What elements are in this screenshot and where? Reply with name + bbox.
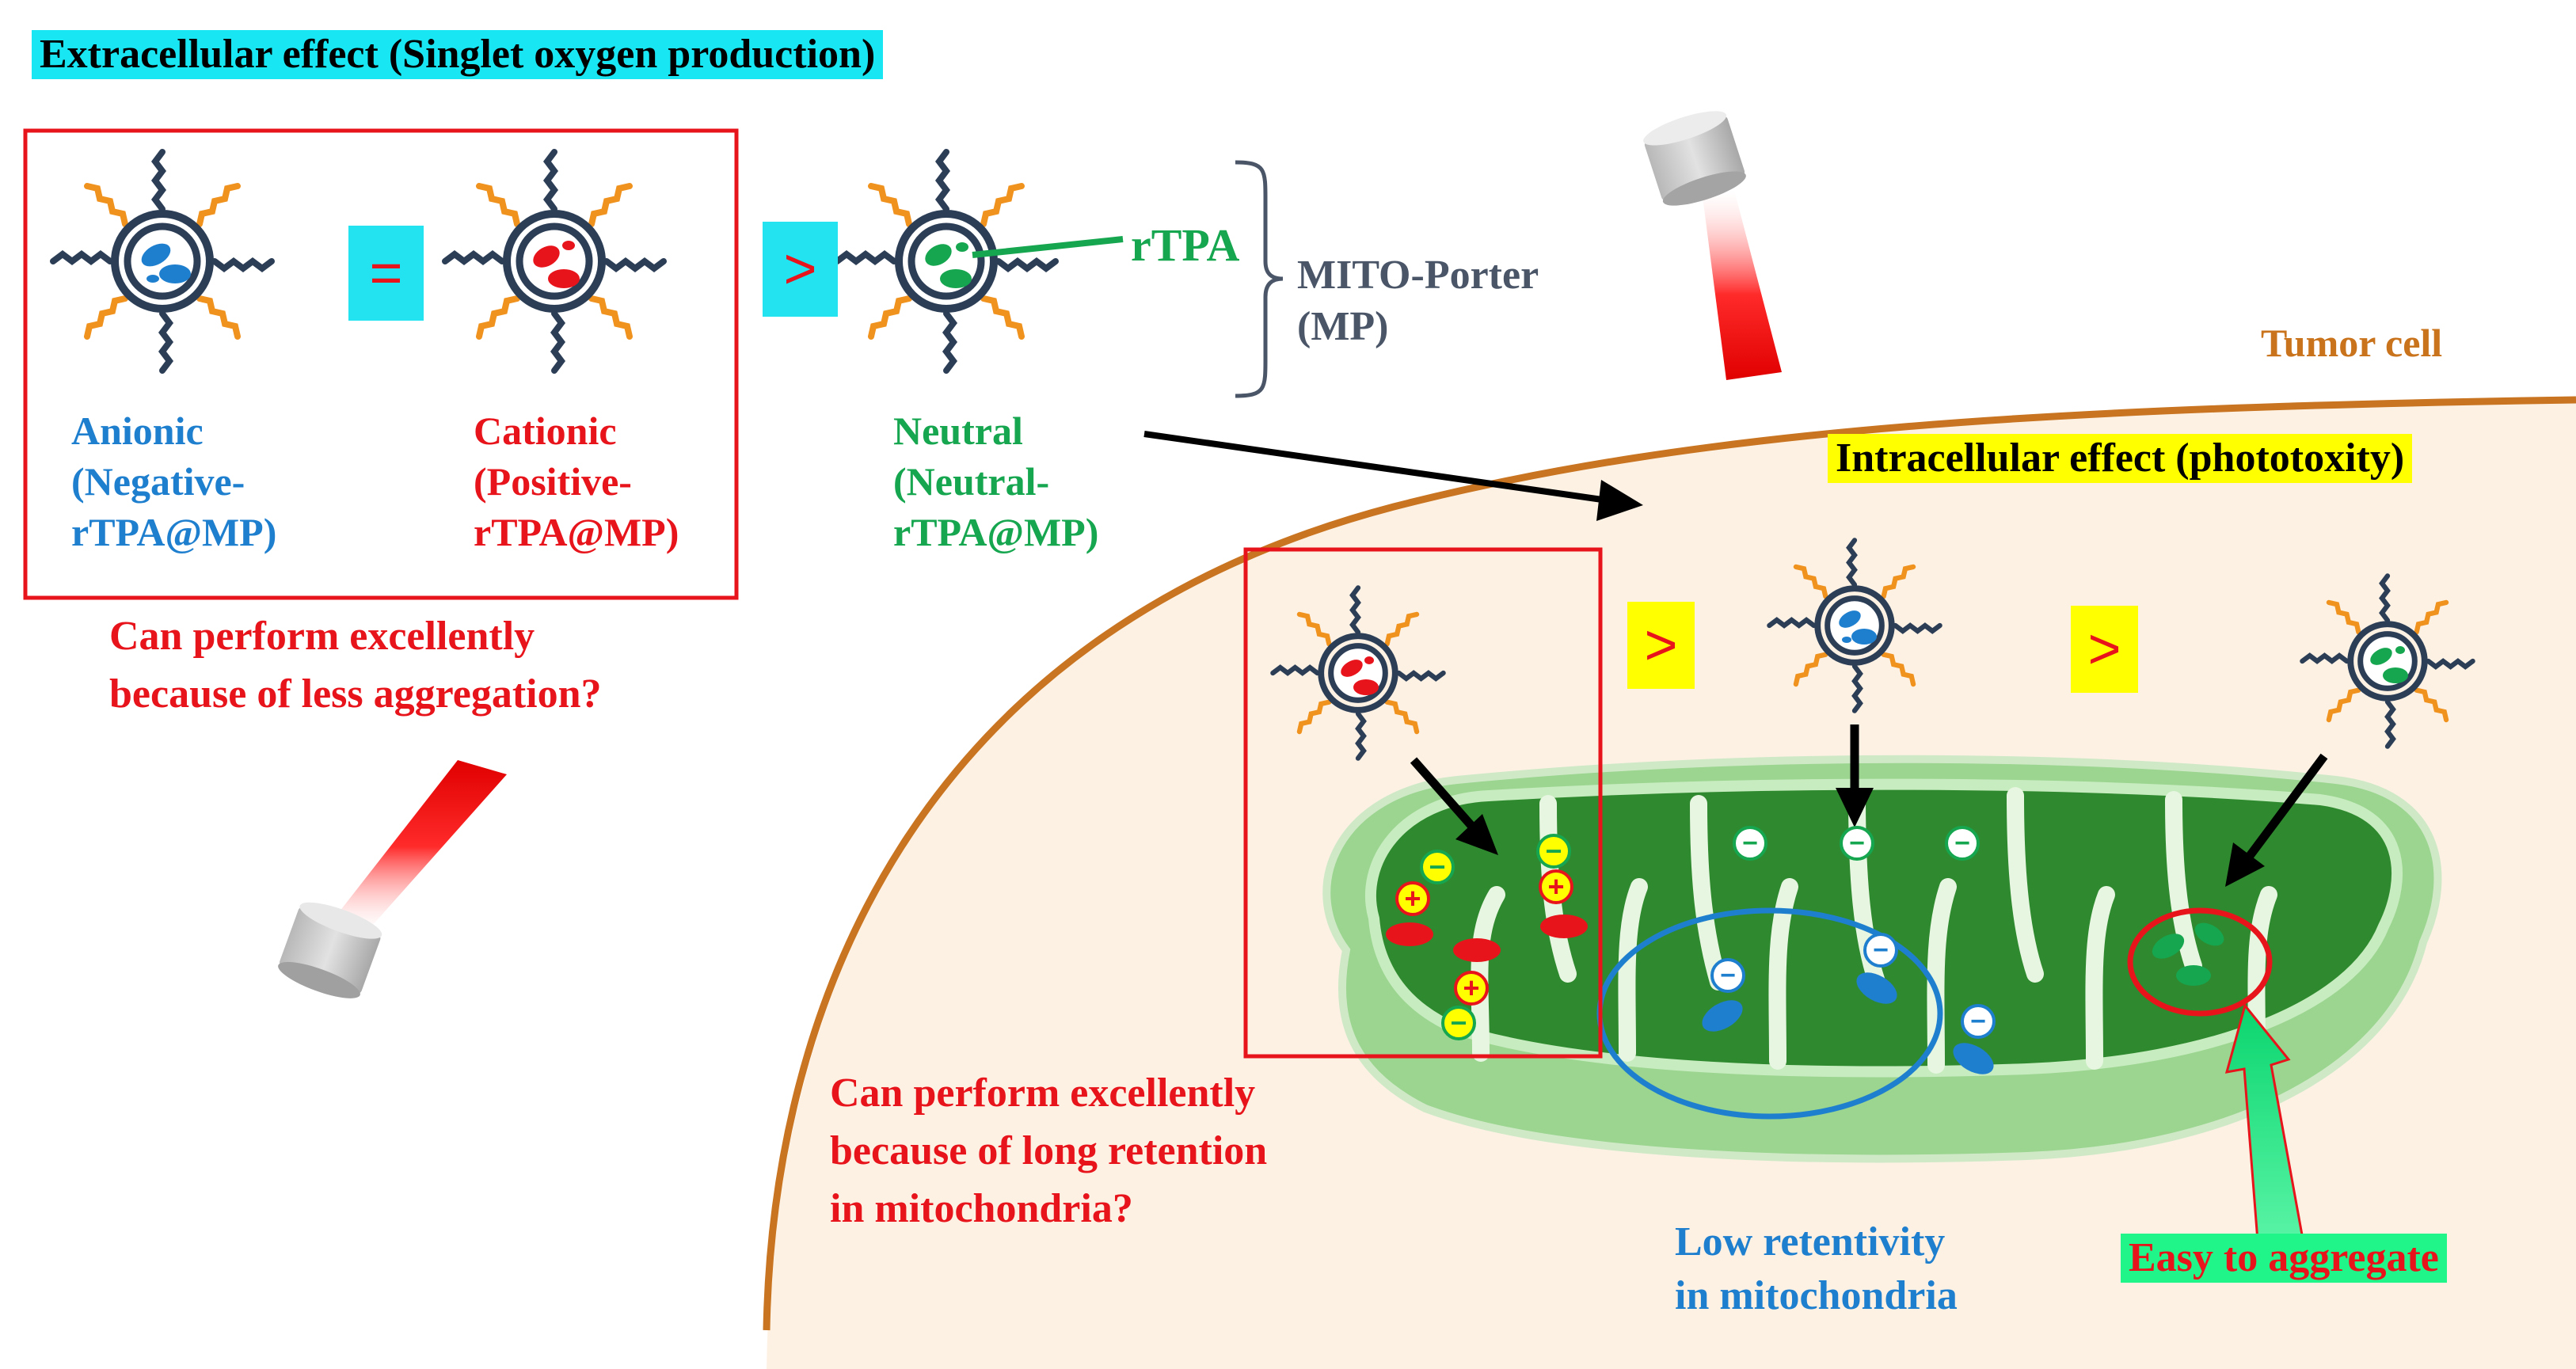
neutral-cell-particle (2302, 576, 2472, 746)
anionic-uptake-arrow (1836, 724, 1874, 827)
cationic-intracellular-frame (1243, 547, 1603, 1059)
svg-text:−: − (1954, 828, 1970, 858)
cationic-cell-particle (1273, 588, 1443, 758)
aggregate-arrow (2224, 1002, 2304, 1253)
extracellular-frame (23, 128, 739, 600)
svg-text:−: − (1742, 828, 1758, 858)
mitochondrion (1322, 755, 2442, 1163)
svg-text:+: + (1463, 972, 1479, 1004)
svg-text:−: − (1720, 960, 1736, 991)
svg-text:−: − (1970, 1006, 1986, 1036)
rtpa-pointer (972, 236, 1124, 258)
cationic-particle (445, 152, 664, 371)
neutral-aggregate (2152, 922, 2224, 986)
anionic-cell-particle (1769, 540, 1939, 710)
svg-text:−: − (1545, 835, 1562, 867)
mito-porter-label: MITO-Porter(MP) (1297, 253, 1539, 349)
neutral-particle (837, 152, 1056, 371)
greater-operator-cell-2: > (2071, 606, 2138, 693)
tumor-cell-membrane (763, 396, 2576, 1331)
neutral-label: Neutral(Neutral-rTPA@MP) (893, 409, 1099, 554)
svg-text:+: + (1547, 870, 1564, 903)
laser-upper-right (1643, 111, 1782, 380)
anionic-in-mito: − − − (1702, 933, 1996, 1074)
equal-operator: = (348, 226, 424, 321)
svg-text:−: − (1429, 850, 1445, 883)
anionic-label: Anionic(Negative-rTPA@MP) (71, 409, 277, 554)
neutral-uptake-arrow (2225, 753, 2328, 887)
easy-aggregate-note: Easy to aggregate (2121, 1234, 2447, 1283)
svg-text:−: − (1450, 1006, 1467, 1039)
svg-text:−: − (1873, 935, 1889, 965)
mito-porter-bracket (1235, 160, 1284, 398)
anionic-particle (53, 152, 272, 371)
cationic-label: Cationic(Positive-rTPA@MP) (474, 409, 679, 554)
svg-text:−: − (1849, 828, 1865, 858)
tumor-cell-label: Tumor cell (2261, 321, 2443, 365)
laser-lower-left (278, 760, 507, 998)
rtpa-label: rTPA (1131, 219, 1240, 271)
svg-text:+: + (1404, 882, 1421, 915)
cationic-charge-pairs: − + − + + − (1386, 834, 1588, 1040)
intracellular-title: Intracellular effect (phototoxity) (1828, 434, 2413, 484)
cationic-uptake-arrow (1410, 757, 1498, 855)
entry-arrow (1143, 431, 1643, 521)
aggregation-circle (2127, 907, 2273, 1017)
extracellular-title: Extracellular effect (Singlet oxygen pro… (32, 30, 884, 80)
mito-surface-charges: − − − (1733, 826, 1980, 861)
greater-operator-top: > (763, 222, 838, 317)
greater-operator-cell-1: > (1627, 602, 1695, 689)
